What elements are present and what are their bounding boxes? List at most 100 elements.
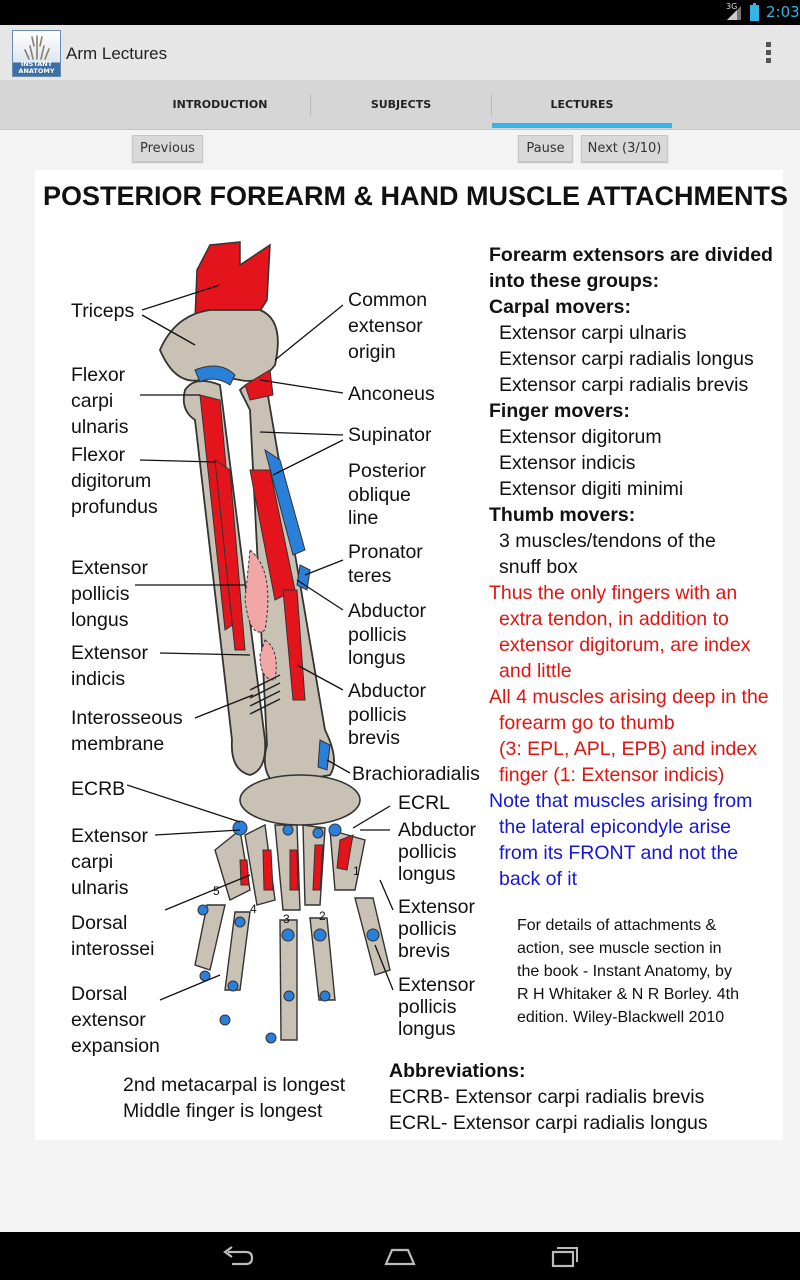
tab-divider — [310, 94, 311, 116]
note-red1-3: extensor digitorum, are index — [499, 634, 751, 656]
label-apl-3: longus — [348, 647, 406, 669]
label-di-2: interossei — [71, 938, 155, 960]
label-brachioradialis: Brachioradialis — [352, 763, 480, 785]
label-im-2: membrane — [71, 733, 165, 755]
note-intro-1: Forearm extensors are divided — [489, 244, 773, 266]
label-pol-3: line — [348, 507, 379, 529]
label-epl-3: longus — [71, 609, 129, 631]
label-ei-1: Extensor — [71, 642, 148, 664]
pause-button[interactable]: Pause — [518, 135, 573, 162]
note-blue-3: from its FRONT and not the — [499, 842, 739, 864]
label-ecrl: ECRL — [398, 792, 451, 814]
note-finger-2: Extensor indicis — [499, 452, 636, 474]
tab-bar: INTRODUCTION SUBJECTS LECTURES — [0, 80, 800, 130]
label-fdp-2: digitorum — [71, 470, 152, 492]
label-fdp-1: Flexor — [71, 444, 126, 466]
digit-number: 2 — [319, 909, 326, 923]
app-icon[interactable]: INSTANT ANATOMY — [12, 30, 61, 77]
digit-number: 4 — [250, 902, 257, 916]
note-intro-2: into these groups: — [489, 270, 660, 292]
hand-bones-icon — [24, 35, 50, 60]
network-type: 3G — [726, 2, 738, 11]
label-triceps: Triceps — [71, 300, 135, 322]
tab-subjects[interactable]: SUBJECTS — [370, 98, 432, 111]
note-blue-2: the lateral epicondyle arise — [499, 816, 731, 838]
abbrev-2: ECRL- Extensor carpi radialis longus — [389, 1112, 708, 1134]
note-red1-4: and little — [499, 660, 572, 682]
label-ecrb: ECRB — [71, 778, 126, 800]
label-im-1: Interosseous — [71, 707, 183, 729]
note-details-4: R H Whitaker & N R Borley. 4th — [517, 986, 739, 1003]
action-bar — [0, 25, 800, 80]
label-epb-1: Extensor — [398, 896, 475, 918]
note-red2-3: (3: EPL, APL, EPB) and index — [499, 738, 757, 760]
abbrev-1: ECRB- Extensor carpi radialis brevis — [389, 1086, 705, 1108]
label-pol-2: oblique — [348, 484, 411, 506]
label-ecu-2: carpi — [71, 851, 114, 873]
note-thumb-heading: Thumb movers: — [489, 504, 636, 526]
lecture-slide[interactable]: POSTERIOR FOREARM & HAND MUSCLE ATTACHME… — [35, 170, 788, 1140]
label-ecu-3: ulnaris — [71, 877, 129, 899]
next-button[interactable]: Next (3/10) — [581, 135, 668, 162]
label-epl-2: pollicis — [71, 583, 130, 605]
note-details-5: edition. Wiley-Blackwell 2010 — [517, 1009, 725, 1026]
label-apb-2: pollicis — [348, 704, 407, 726]
home-icon[interactable] — [382, 1244, 418, 1268]
label-ei-2: indicis — [71, 668, 126, 690]
previous-button[interactable]: Previous — [132, 135, 203, 162]
status-bar: 3G 2:03 — [0, 0, 800, 25]
overflow-menu-icon[interactable] — [760, 40, 776, 66]
note-red1-1: Thus the only fingers with an — [489, 582, 738, 604]
label-pol-1: Posterior — [348, 460, 427, 482]
tab-divider — [491, 94, 492, 116]
tab-lectures[interactable]: LECTURES — [550, 98, 614, 111]
note-details-1: For details of attachments & — [517, 917, 717, 934]
tab-introduction[interactable]: INTRODUCTION — [172, 98, 268, 111]
note-red2-1: All 4 muscles arising deep in the — [489, 686, 769, 708]
label-ceo-1: Common — [348, 289, 428, 311]
note-carpal-3: Extensor carpi radialis brevis — [499, 374, 749, 396]
label-anconeus: Anconeus — [348, 383, 435, 405]
note-finger-1: Extensor digitorum — [499, 426, 662, 448]
app-title: Arm Lectures — [66, 44, 168, 63]
label-pt-2: teres — [348, 565, 392, 587]
label-fcu-1: Flexor — [71, 364, 126, 386]
navigation-bar — [0, 1232, 800, 1280]
label-epl-h-1: Extensor — [398, 974, 475, 996]
battery-icon — [750, 3, 759, 21]
note-red2-2: forearm go to thumb — [499, 712, 675, 734]
note-details-3: the book - Instant Anatomy, by — [517, 963, 732, 980]
app-icon-caption: INSTANT ANATOMY — [18, 60, 55, 75]
label-fdp-3: profundus — [71, 496, 158, 518]
label-apl-h-2: pollicis — [398, 841, 457, 863]
slide-title: POSTERIOR FOREARM & HAND MUSCLE ATTACHME… — [43, 181, 788, 211]
abbrev-heading: Abbreviations: — [389, 1060, 526, 1082]
note-red2-4: finger (1: Extensor indicis) — [499, 764, 725, 786]
label-epb-2: pollicis — [398, 918, 457, 940]
back-icon[interactable] — [220, 1244, 256, 1268]
clock: 2:03 — [766, 3, 800, 21]
label-epl-h-2: pollicis — [398, 996, 457, 1018]
label-apl-2: pollicis — [348, 624, 407, 646]
label-dee-1: Dorsal — [71, 983, 128, 1005]
digit-number: 5 — [213, 884, 220, 898]
label-apb-1: Abductor — [348, 680, 427, 702]
label-fcu-3: ulnaris — [71, 416, 129, 438]
label-ceo-2: extensor — [348, 315, 423, 337]
digit-number: 3 — [283, 912, 290, 926]
label-epb-3: brevis — [398, 940, 451, 962]
label-di-1: Dorsal — [71, 912, 128, 934]
recent-apps-icon[interactable] — [545, 1244, 581, 1268]
note-details-2: action, see muscle section in — [517, 940, 722, 957]
note-bottom-1: 2nd metacarpal is longest — [123, 1074, 346, 1096]
note-bottom-2: Middle finger is longest — [123, 1100, 323, 1122]
label-pt-1: Pronator — [348, 541, 423, 563]
note-finger-heading: Finger movers: — [489, 400, 630, 422]
label-epl-1: Extensor — [71, 557, 148, 579]
note-finger-3: Extensor digiti minimi — [499, 478, 684, 500]
note-thumb-2: snuff box — [499, 556, 578, 578]
label-supinator: Supinator — [348, 424, 432, 446]
label-dee-3: expansion — [71, 1035, 160, 1057]
note-carpal-2: Extensor carpi radialis longus — [499, 348, 754, 370]
label-ceo-3: origin — [348, 341, 396, 363]
